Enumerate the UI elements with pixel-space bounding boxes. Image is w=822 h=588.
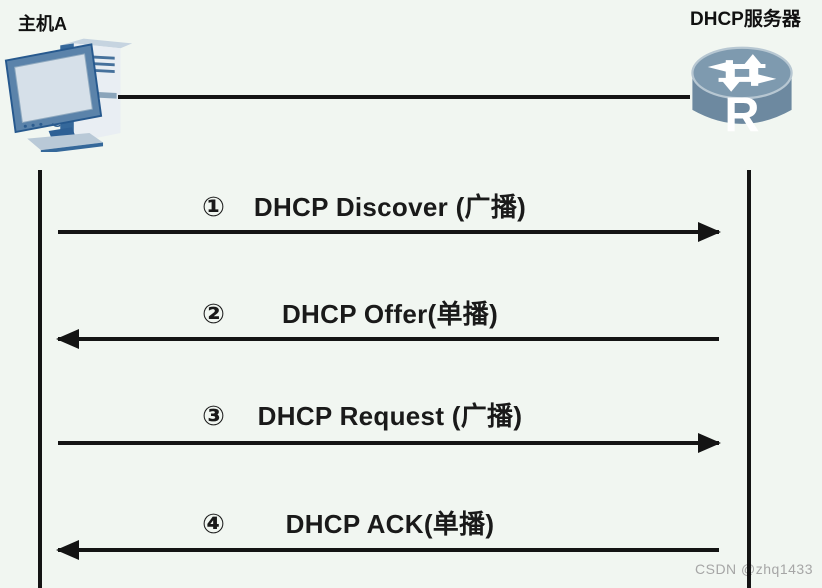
message-1: ① DHCP Discover (广播)	[0, 192, 822, 226]
routing-arrows-icon	[707, 54, 777, 92]
message-4-label: DHCP ACK(单播)	[285, 509, 495, 539]
message-3-arrow	[58, 433, 721, 453]
message-4: ④ DHCP ACK(单播)	[0, 509, 822, 543]
dhcp-server-label: DHCP服务器	[690, 9, 801, 30]
message-3-number: ③	[202, 401, 225, 431]
router-letter: R	[724, 89, 759, 142]
message-2-label: DHCP Offer(单播)	[281, 299, 499, 329]
message-3-label: DHCP Request (广播)	[257, 401, 523, 431]
server-lifeline	[747, 170, 751, 588]
message-2-number: ②	[202, 299, 225, 329]
message-4-number: ④	[202, 509, 225, 539]
message-2: ② DHCP Offer(单播)	[0, 299, 822, 333]
arrowhead-right-icon	[698, 222, 721, 242]
host-label: 主机A	[18, 14, 67, 34]
arrowhead-left-icon	[56, 329, 79, 349]
router-icon: R	[691, 46, 793, 142]
message-1-arrow	[58, 222, 721, 242]
message-2-arrow	[56, 329, 719, 349]
message-3: ③ DHCP Request (广播)	[0, 401, 822, 435]
message-1-label: DHCP Discover (广播)	[253, 192, 527, 222]
arrowhead-left-icon	[56, 540, 79, 560]
message-1-number: ①	[202, 192, 225, 222]
host-lifeline	[38, 170, 42, 588]
watermark: CSDN @zhq1433	[695, 561, 813, 577]
host-computer-icon	[4, 38, 133, 152]
arrowhead-right-icon	[698, 433, 721, 453]
message-4-arrow	[56, 540, 719, 560]
physical-link-line	[118, 95, 690, 99]
